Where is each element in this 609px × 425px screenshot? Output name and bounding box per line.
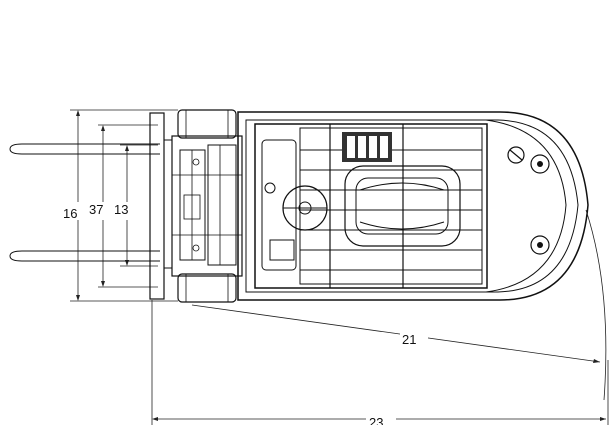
fork-upper [9, 143, 160, 155]
label-turning-radius: 21 [402, 332, 416, 347]
control-panel [261, 132, 392, 271]
front-wheel-upper [177, 109, 237, 139]
operator-seat [344, 165, 461, 247]
dimension-overall-length [151, 300, 609, 425]
front-wheel-lower [177, 273, 237, 303]
label-inner-fork-spread: 13 [114, 202, 128, 217]
truck-body [237, 111, 589, 301]
label-overall-length: 23 [369, 415, 383, 425]
mast-assembly [171, 135, 243, 277]
counterweight-details [507, 146, 550, 255]
label-overall-width: 16 [63, 206, 77, 221]
overhead-guard [254, 123, 488, 289]
fork-lower [9, 250, 160, 262]
dimension-turning-radius [191, 209, 607, 401]
fork-carriage [149, 112, 173, 300]
steering-wheel [282, 185, 328, 231]
label-outer-fork-spread: 37 [89, 202, 103, 217]
